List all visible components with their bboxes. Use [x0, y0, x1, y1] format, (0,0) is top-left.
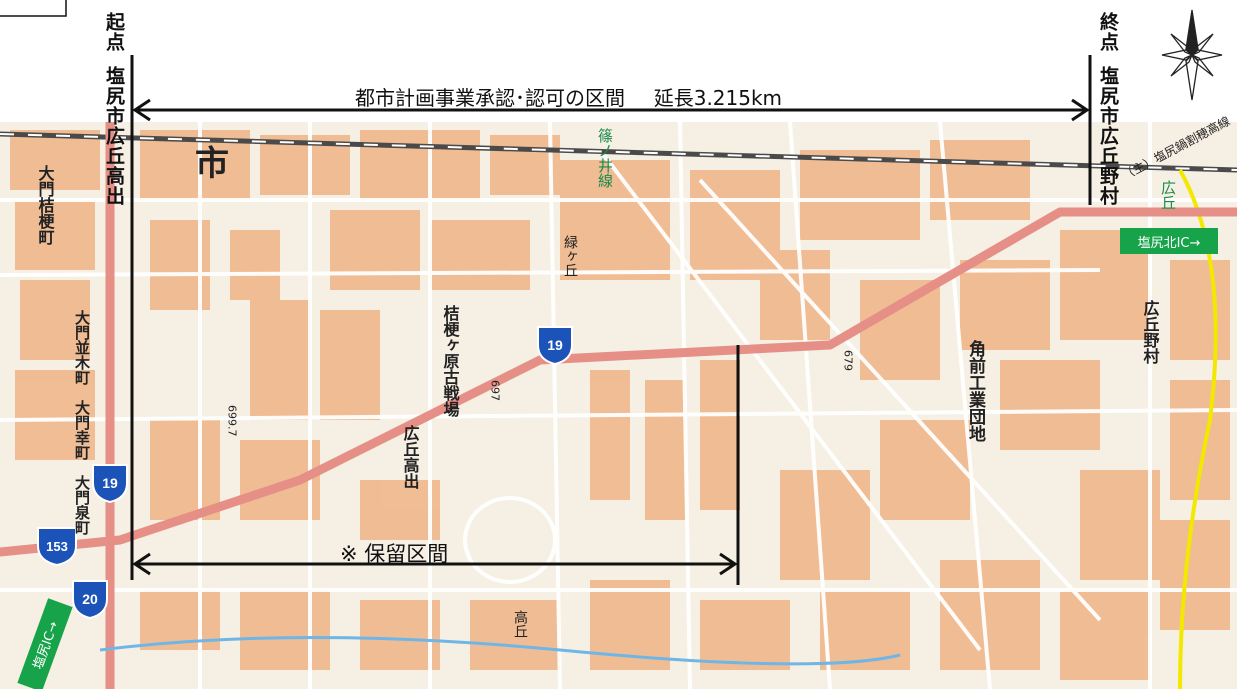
- route-shield-153: 153: [37, 527, 77, 567]
- header-band: [0, 0, 1237, 122]
- route-shield-19-south-label: 19: [102, 475, 118, 491]
- district-b-label: 大門並木町: [73, 309, 91, 386]
- railway-line: [0, 131, 1237, 173]
- approved-section-text: 都市計画事業承認･認可の区間: [355, 86, 625, 110]
- route-shield-19-north-label: 19: [547, 337, 563, 353]
- district-e-label: 桔梗ヶ原古戦場: [441, 304, 460, 418]
- start-label: 起点: [103, 12, 125, 52]
- river: [99, 636, 901, 666]
- district-j-label: 高丘: [512, 609, 528, 638]
- building-blocks: [10, 130, 1230, 680]
- route-shield-153-label: 153: [46, 539, 68, 554]
- district-c-label: 大門幸町: [73, 399, 91, 461]
- end-label: 終点: [1097, 12, 1119, 52]
- approved-section-arrow: [132, 98, 1090, 122]
- north-ic-button[interactable]: 塩尻北IC→: [1120, 228, 1218, 254]
- route-shield-19-south: 19: [92, 464, 128, 504]
- end-address: 塩尻市広丘野村: [1097, 66, 1119, 206]
- district-d-label: 大門泉町: [73, 474, 91, 536]
- city-label: 市: [195, 144, 229, 184]
- reserved-section-caption: ※ 保留区間: [340, 542, 449, 566]
- elevation-679-label: 679: [842, 350, 855, 371]
- approved-section-length: 延長3.215km: [653, 86, 783, 110]
- elevation-697-label: 697: [489, 380, 502, 401]
- hirooka-north-label: 広丘: [1159, 180, 1177, 210]
- north-ic-label: 塩尻北IC→: [1138, 236, 1201, 251]
- rail-label: 篠ノ井線: [596, 128, 614, 188]
- elevation-6997-label: 699.7: [226, 405, 239, 437]
- approved-section-caption: 都市計画事業承認･認可の区間 延長3.215km: [355, 82, 782, 111]
- district-i-label: 広丘野村: [1141, 299, 1160, 365]
- legend-box: [0, 0, 67, 17]
- route-shield-19-north: 19: [537, 326, 573, 366]
- minor-streets: [0, 121, 1237, 689]
- route-shield-20-label: 20: [82, 591, 98, 607]
- district-f-label: 緑ヶ丘: [562, 235, 578, 277]
- main-route: [0, 117, 1237, 689]
- reserved-section-arrow: [132, 552, 738, 576]
- compass-icon: [1161, 9, 1223, 101]
- district-g-label: 広丘高出: [401, 424, 420, 490]
- route-shield-20: 20: [72, 580, 108, 620]
- start-address: 塩尻市広丘高出: [103, 66, 125, 206]
- district-a-label: 大門桔梗町: [36, 164, 55, 246]
- district-h-label: 角前工業団地: [965, 339, 986, 442]
